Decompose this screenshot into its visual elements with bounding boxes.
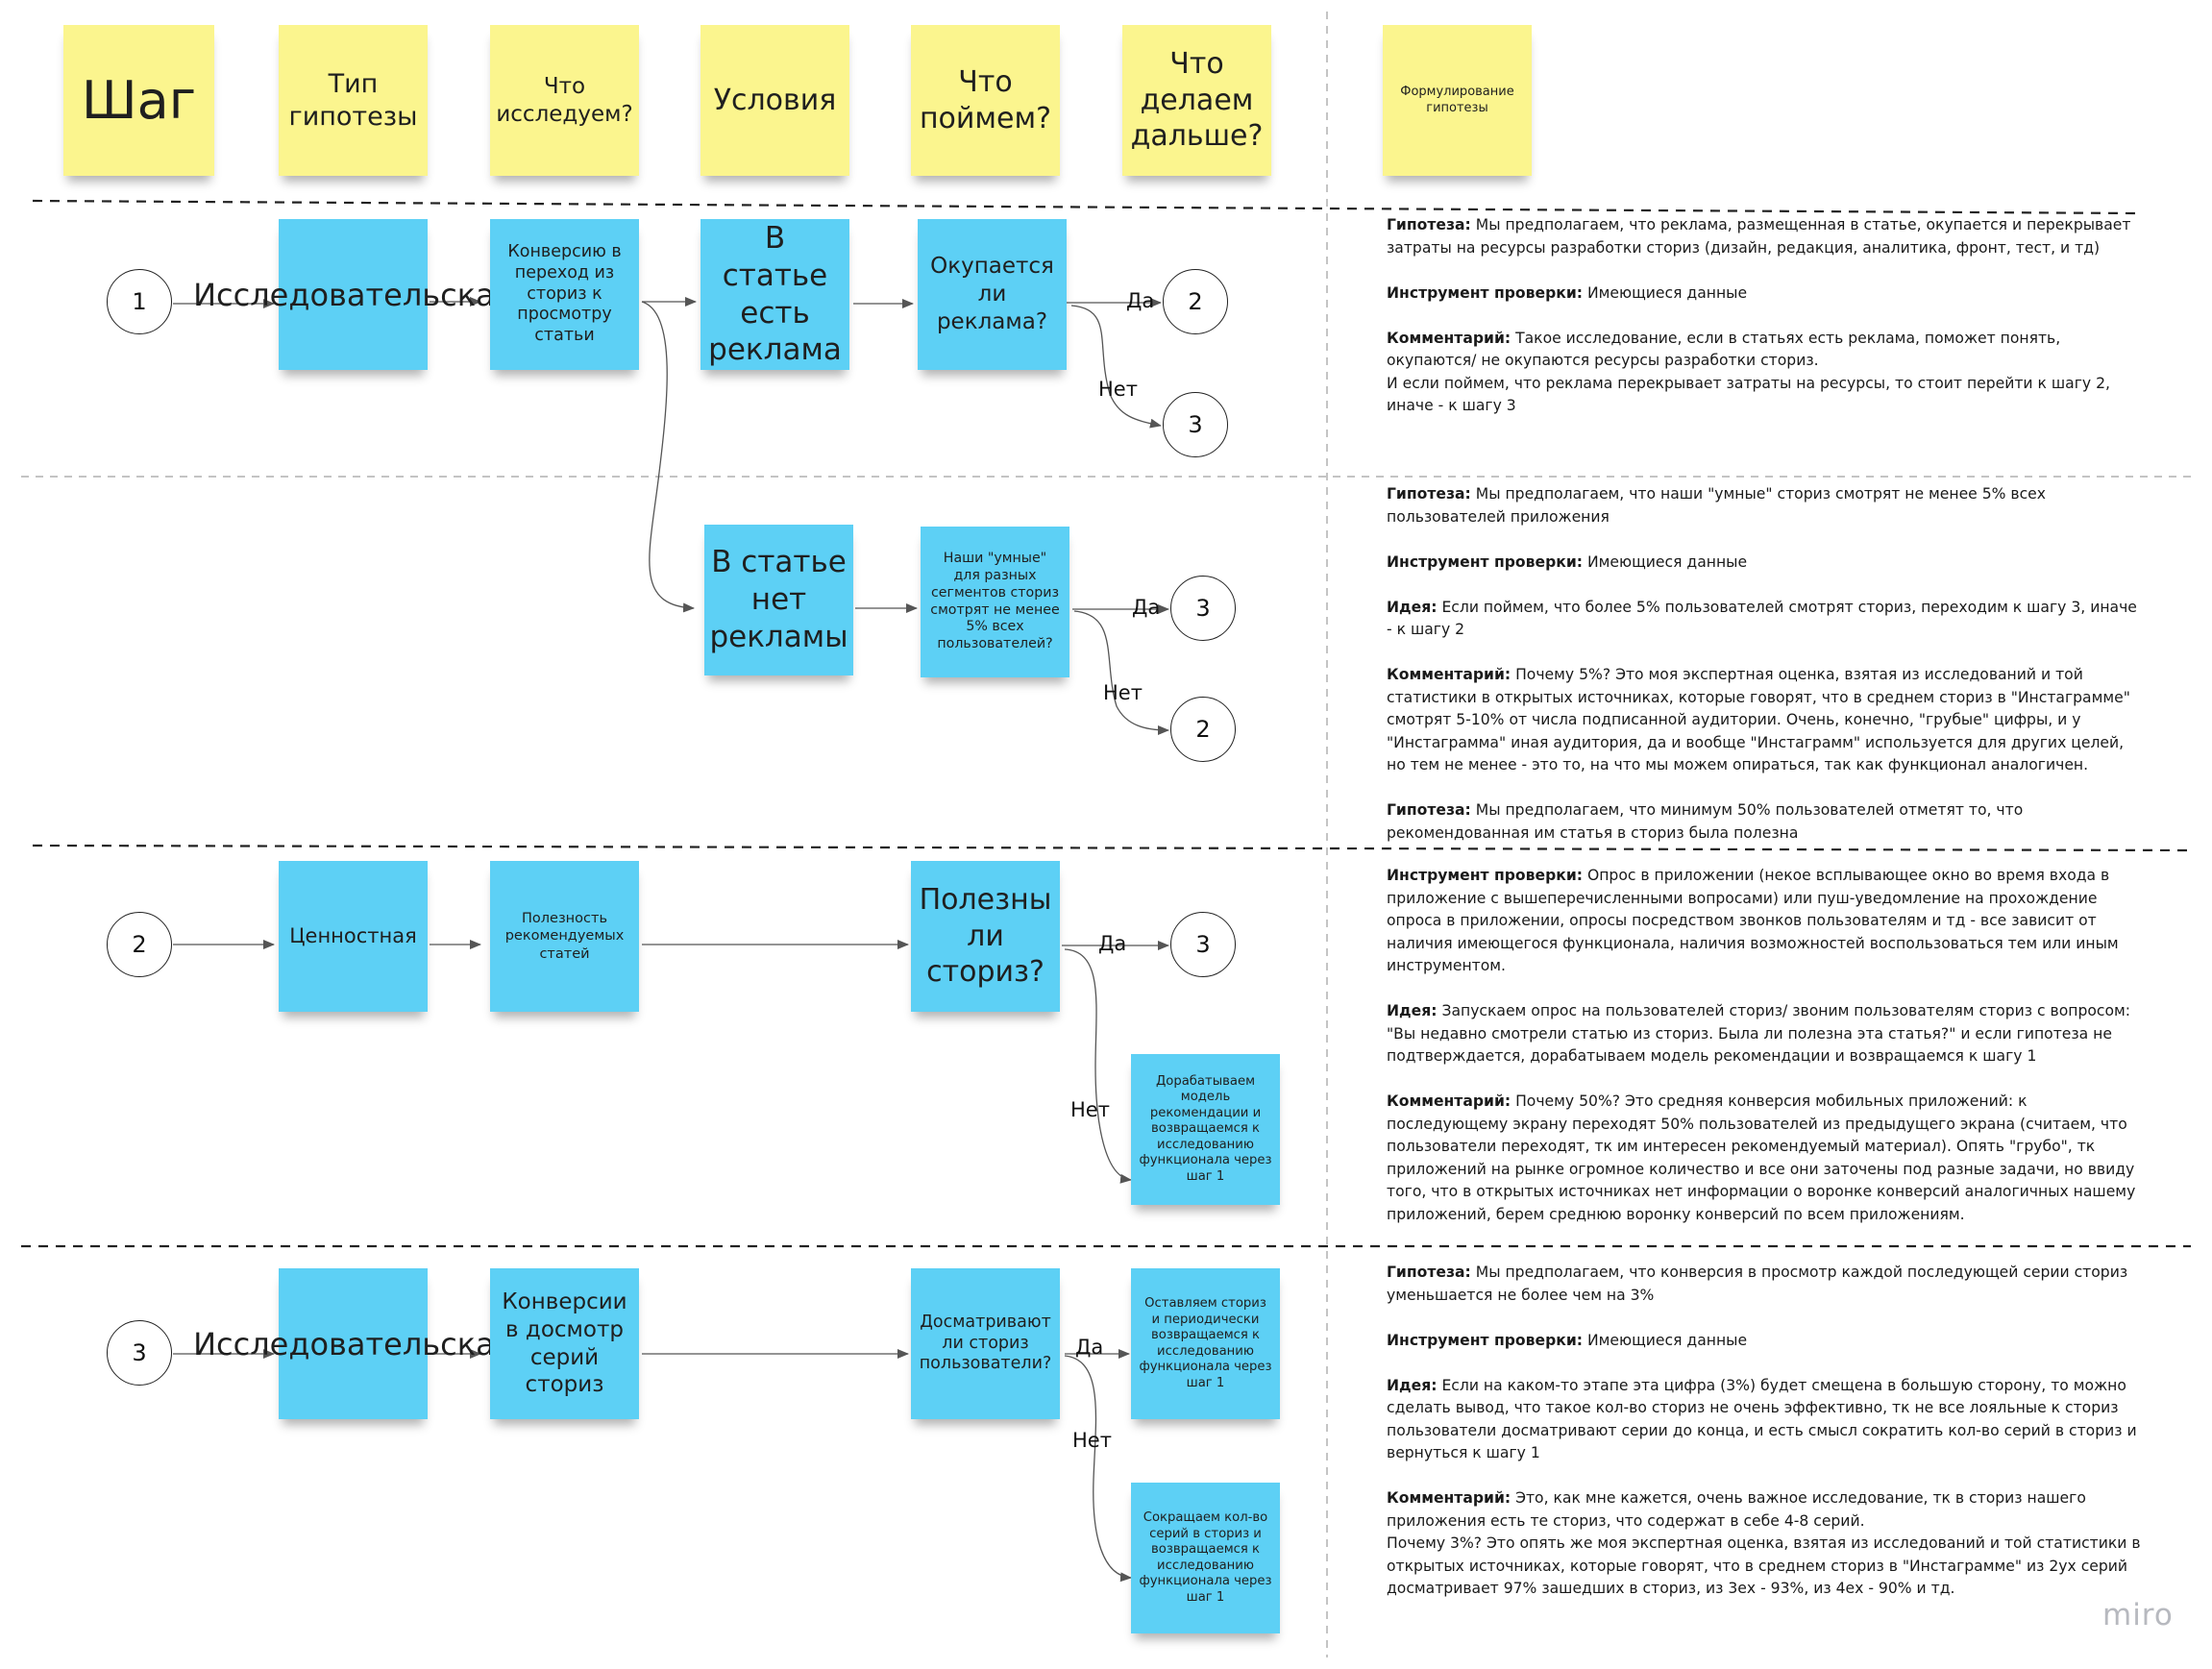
row1-no-target[interactable]: 3 bbox=[1163, 392, 1228, 457]
header-formulation[interactable]: Формулирование гипотезы bbox=[1383, 25, 1532, 176]
row1-learn-ads[interactable]: Окупается ли реклама? bbox=[918, 219, 1067, 370]
paragraph: Инструмент проверки: Имеющиеся данные bbox=[1387, 283, 1748, 302]
row1-learn-smart[interactable]: Наши "умные" для разных сегментов сториз… bbox=[921, 527, 1069, 677]
paragraph-label: Гипотеза: bbox=[1387, 216, 1471, 233]
paragraph: Инструмент проверки: Опрос в приложении … bbox=[1387, 867, 2119, 974]
row1-condition-ads[interactable]: В статье есть реклама bbox=[700, 219, 849, 370]
connector-1-cond-no-ads bbox=[641, 301, 695, 613]
row3-type[interactable]: Исследовательская bbox=[193, 1268, 513, 1419]
row1b-no-target[interactable]: 2 bbox=[1170, 697, 1236, 762]
row2-yes-target[interactable]: 3 bbox=[1170, 912, 1236, 977]
step-1-circle[interactable]: 1 bbox=[107, 269, 172, 334]
paragraph: Идея: Запускаем опрос на пользователей с… bbox=[1387, 1002, 2131, 1065]
hypothesis-text-block-2[interactable]: Гипотеза: Мы предполагаем, что наши "умн… bbox=[1387, 483, 2146, 845]
paragraph-label: Идея: bbox=[1387, 1002, 1438, 1019]
paragraph: Инструмент проверки: Имеющиеся данные bbox=[1387, 1331, 1748, 1349]
row1-yes-target[interactable]: 2 bbox=[1163, 269, 1228, 334]
paragraph: Комментарий: Это, как мне кажется, очень… bbox=[1387, 1489, 2141, 1597]
paragraph-label: Идея: bbox=[1387, 598, 1438, 616]
paragraph-label: Инструмент проверки: bbox=[1387, 1331, 1583, 1349]
paragraph-label: Комментарий: bbox=[1387, 1489, 1512, 1507]
hypothesis-text-block-3[interactable]: Инструмент проверки: Опрос в приложении … bbox=[1387, 865, 2146, 1226]
paragraph-label: Комментарий: bbox=[1387, 1092, 1512, 1110]
row2-research[interactable]: Полезность рекомендуемых статей bbox=[490, 861, 639, 1012]
row3-no-label: Нет bbox=[1072, 1429, 1112, 1452]
paragraph-label: Инструмент проверки: bbox=[1387, 552, 1583, 571]
row2-no-label: Нет bbox=[1070, 1098, 1110, 1121]
connector-1b-no bbox=[1073, 610, 1169, 735]
paragraph: Гипотеза: Мы предполагаем, что конверсия… bbox=[1387, 1264, 2128, 1304]
row1b-yes-label: Да bbox=[1132, 596, 1161, 619]
row2-type[interactable]: Ценностная bbox=[279, 861, 428, 1012]
paragraph: Комментарий: Такое исследование, если в … bbox=[1387, 329, 2110, 415]
row1-research[interactable]: Конверсию в переход из сториз к просмотр… bbox=[490, 219, 639, 370]
row3-learn[interactable]: Досматривают ли сториз пользователи? bbox=[911, 1268, 1060, 1419]
row1-no-label: Нет bbox=[1098, 378, 1138, 401]
paragraph-label: Комментарий: bbox=[1387, 329, 1512, 347]
connector-3-no bbox=[1064, 1355, 1132, 1583]
connector-1-no bbox=[1070, 305, 1162, 429]
header-what-learn[interactable]: Что поймем? bbox=[911, 25, 1060, 176]
header-conditions[interactable]: Условия bbox=[700, 25, 849, 176]
header-hypothesis-type[interactable]: Тип гипотезы bbox=[279, 25, 428, 176]
paragraph: Гипотеза: Мы предполагаем, что минимум 5… bbox=[1387, 801, 2024, 842]
step-3-circle[interactable]: 3 bbox=[107, 1320, 172, 1386]
paragraph-label: Гипотеза: bbox=[1387, 1264, 1471, 1281]
hypothesis-text-block-1[interactable]: Гипотеза: Мы предполагаем, что реклама, … bbox=[1387, 214, 2146, 418]
divider-row-2-top bbox=[32, 844, 2192, 852]
header-step[interactable]: Шаг bbox=[63, 25, 214, 176]
divider-row-1-top bbox=[32, 199, 2139, 215]
paragraph-label: Комментарий: bbox=[1387, 666, 1512, 683]
miro-logo: miro bbox=[2102, 1598, 2174, 1632]
paragraph: Гипотеза: Мы предполагаем, что наши "умн… bbox=[1387, 485, 2047, 526]
connector-2-no bbox=[1064, 948, 1132, 1184]
row1-condition-no-ads[interactable]: В статье нет рекламы bbox=[704, 525, 853, 675]
paragraph-label: Гипотеза: bbox=[1387, 485, 1471, 503]
paragraph: Идея: Если на каком-то этапе эта цифра (… bbox=[1387, 1376, 2137, 1462]
header-next[interactable]: Что делаем дальше? bbox=[1122, 25, 1271, 176]
paragraph-label: Гипотеза: bbox=[1387, 801, 1471, 819]
step-2-circle[interactable]: 2 bbox=[107, 912, 172, 977]
paragraph: Гипотеза: Мы предполагаем, что реклама, … bbox=[1387, 216, 2131, 257]
header-what-research[interactable]: Что исследуем? bbox=[490, 25, 639, 176]
paragraph-label: Идея: bbox=[1387, 1376, 1438, 1394]
row1-type[interactable]: Исследовательская bbox=[193, 219, 513, 370]
row2-learn[interactable]: Полезны ли сториз? bbox=[911, 861, 1060, 1012]
paragraph: Комментарий: Почему 5%? Это моя экспертн… bbox=[1387, 666, 2130, 773]
paragraph: Идея: Если поймем, что более 5% пользова… bbox=[1387, 598, 2137, 639]
row3-research[interactable]: Конверсии в досмотр серий сториз bbox=[490, 1268, 639, 1419]
paragraph: Комментарий: Почему 50%? Это средняя кон… bbox=[1387, 1092, 2136, 1223]
row3-next-no[interactable]: Сокращаем кол-во серий в сториз и возвра… bbox=[1131, 1483, 1280, 1633]
paragraph: Инструмент проверки: Имеющиеся данные bbox=[1387, 552, 1748, 571]
paragraph-label: Инструмент проверки: bbox=[1387, 867, 1583, 884]
row2-yes-label: Да bbox=[1098, 932, 1127, 955]
row2-next-no[interactable]: Дорабатываем модель рекомендации и возвр… bbox=[1131, 1054, 1280, 1205]
row1-yes-label: Да bbox=[1126, 289, 1155, 312]
row1b-no-label: Нет bbox=[1103, 681, 1143, 704]
paragraph-label: Инструмент проверки: bbox=[1387, 283, 1583, 302]
row1b-yes-target[interactable]: 3 bbox=[1170, 576, 1236, 641]
row3-next-yes[interactable]: Оставляем сториз и периодически возвраща… bbox=[1131, 1268, 1280, 1419]
hypothesis-text-block-4[interactable]: Гипотеза: Мы предполагаем, что конверсия… bbox=[1387, 1262, 2146, 1601]
row3-yes-label: Да bbox=[1075, 1336, 1104, 1359]
